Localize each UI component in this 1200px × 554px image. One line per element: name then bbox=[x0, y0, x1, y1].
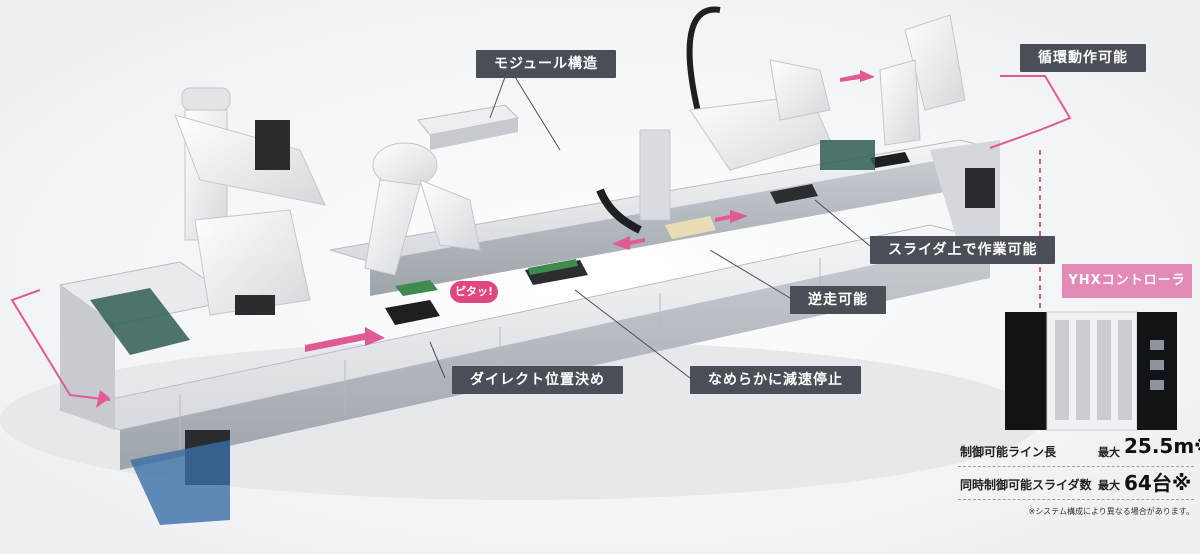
articulated-robot-center bbox=[364, 142, 481, 276]
spec-row-slider-count: 同時制御可能スライダ数 最大 64台※ bbox=[958, 467, 1194, 500]
sliders bbox=[385, 152, 910, 325]
scara-robot-right bbox=[596, 6, 831, 234]
spec-prefix: 最大 bbox=[1098, 479, 1120, 492]
spec-label: 同時制御可能スライダ数 bbox=[960, 478, 1092, 492]
circulation-loop bbox=[989, 75, 1072, 149]
spec-panel: 制御可能ライン長 最大 25.5m※ 同時制御可能スライダ数 最大 64台※ ※… bbox=[958, 434, 1200, 516]
controller-unit bbox=[1005, 311, 1177, 431]
spec-label: 制御可能ライン長 bbox=[960, 445, 1057, 459]
pitta-badge: ピタッ! bbox=[450, 281, 498, 303]
leader-lines bbox=[429, 76, 871, 379]
scara-robot-left bbox=[174, 87, 326, 316]
controller-label: YHXコントローラ bbox=[1062, 264, 1192, 298]
spec-value: 25.5m※ bbox=[1124, 434, 1200, 458]
spec-prefix: 最大 bbox=[1098, 446, 1120, 459]
callout-circulation: 循環動作可能 bbox=[1020, 44, 1146, 72]
direction-arrows bbox=[96, 70, 875, 408]
callout-module-structure: モジュール構造 bbox=[476, 50, 617, 78]
floating-module-block bbox=[417, 104, 520, 150]
footnote: ※システム構成により異なる場合があります。 bbox=[1028, 507, 1194, 516]
callout-reverse: 逆走可能 bbox=[790, 286, 886, 314]
spec-value: 64台※ bbox=[1124, 471, 1192, 495]
right-motor bbox=[965, 168, 995, 208]
callout-direct-positioning: ダイレクト位置決め bbox=[452, 366, 623, 394]
callout-smooth-stop: なめらかに減速停止 bbox=[690, 366, 861, 394]
spec-row-line-length: 制御可能ライン長 最大 25.5m※ bbox=[958, 434, 1200, 467]
right-return-module bbox=[930, 140, 1000, 250]
callout-work-on-slider: スライダ上で作業可能 bbox=[870, 236, 1056, 264]
articulated-robot-right bbox=[820, 14, 966, 170]
left-loop bbox=[10, 289, 111, 401]
